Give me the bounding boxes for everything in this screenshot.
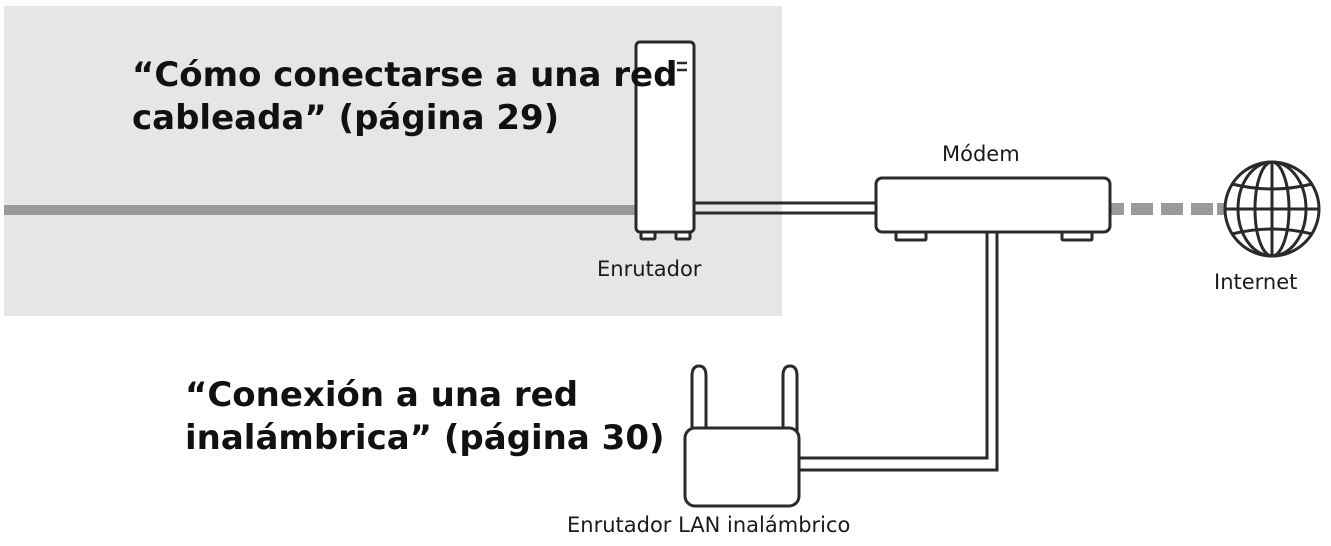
wired-connection-title: “Cómo conectarse a una red cableada” (pá… — [132, 54, 677, 140]
wired-title-line1: “Cómo conectarse a una red — [132, 55, 678, 95]
modem-label: Módem — [942, 142, 1020, 166]
internet-link — [1110, 203, 1227, 215]
globe-icon — [1223, 160, 1321, 258]
wireless-router-icon — [683, 364, 801, 508]
tower-router-icon — [634, 40, 696, 241]
wireless-title-line2: inalámbrica” (página 30) — [185, 418, 665, 458]
wireless-connection-title: “Conexión a una red inalámbrica” (página… — [185, 374, 665, 460]
wireless-title-line1: “Conexión a una red — [185, 375, 579, 415]
wireless-router-label: Enrutador LAN inalámbrico — [567, 513, 851, 537]
wired-title-line2: cableada” (página 29) — [132, 98, 560, 138]
modem-wireless-cable — [799, 232, 999, 472]
modem-icon — [874, 176, 1112, 242]
router-modem-cable — [694, 201, 876, 215]
internet-label: Internet — [1214, 270, 1298, 294]
wired-network-line — [4, 205, 636, 215]
router-label: Enrutador — [597, 257, 702, 281]
